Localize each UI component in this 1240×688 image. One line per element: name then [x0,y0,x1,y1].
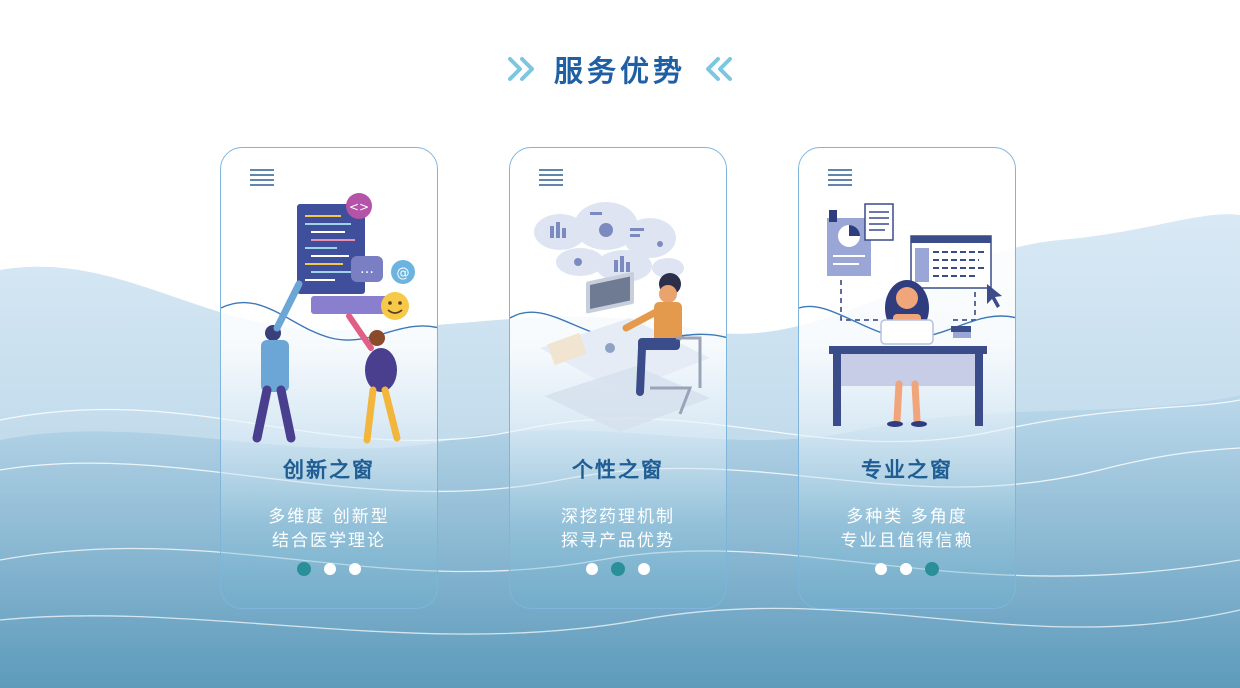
pagination-dots [221,562,437,576]
card-title: 创新之窗 [283,458,375,482]
feature-card-personalized[interactable]: 个性之窗 深挖药理机制 探寻产品优势 [509,147,727,609]
card-description-line-1: 深挖药理机制 [561,507,675,527]
pagination-dot[interactable] [324,563,336,575]
card-description-line-1: 多种类 多角度 [846,507,968,527]
double-chevron-right-icon [507,57,534,81]
pagination-dot[interactable] [586,563,598,575]
pagination-dot[interactable] [349,563,361,575]
pagination-dot[interactable] [611,562,625,576]
analyst-at-laptop-illustration [510,202,726,432]
pagination-dot[interactable] [925,562,939,576]
pagination-dot[interactable] [638,563,650,575]
team-coding-illustration: <> … @ [221,193,437,444]
feature-card-innovation[interactable]: <> … @ 创新之窗 多维度 创新型 结合医学理论 [220,147,438,609]
svg-text:@: @ [397,266,410,281]
card-description-line-2: 结合医学理论 [272,531,386,551]
pagination-dot[interactable] [900,563,912,575]
professional-at-desk-illustration [799,203,1015,427]
hamburger-menu-icon[interactable] [249,168,275,186]
card-description-line-1: 多维度 创新型 [268,507,390,527]
pagination-dot[interactable] [875,563,887,575]
hamburger-menu-icon[interactable] [538,168,564,186]
feature-card-professional[interactable]: 专业之窗 多种类 多角度 专业且值得信赖 [798,147,1016,609]
pagination-dot[interactable] [297,562,311,576]
double-chevron-left-icon [706,57,732,81]
section-title: 服务优势 [553,54,686,88]
pagination-dots [510,562,726,576]
card-title: 个性之窗 [572,458,664,482]
card-title: 专业之窗 [861,458,953,482]
svg-text:<>: <> [349,200,369,214]
svg-text:…: … [360,261,374,277]
card-description-line-2: 专业且值得信赖 [840,531,974,551]
hamburger-menu-icon[interactable] [827,168,853,186]
card-description-line-2: 探寻产品优势 [561,531,675,551]
section-heading: 服务优势 [0,44,1240,94]
pagination-dots [799,562,1015,576]
